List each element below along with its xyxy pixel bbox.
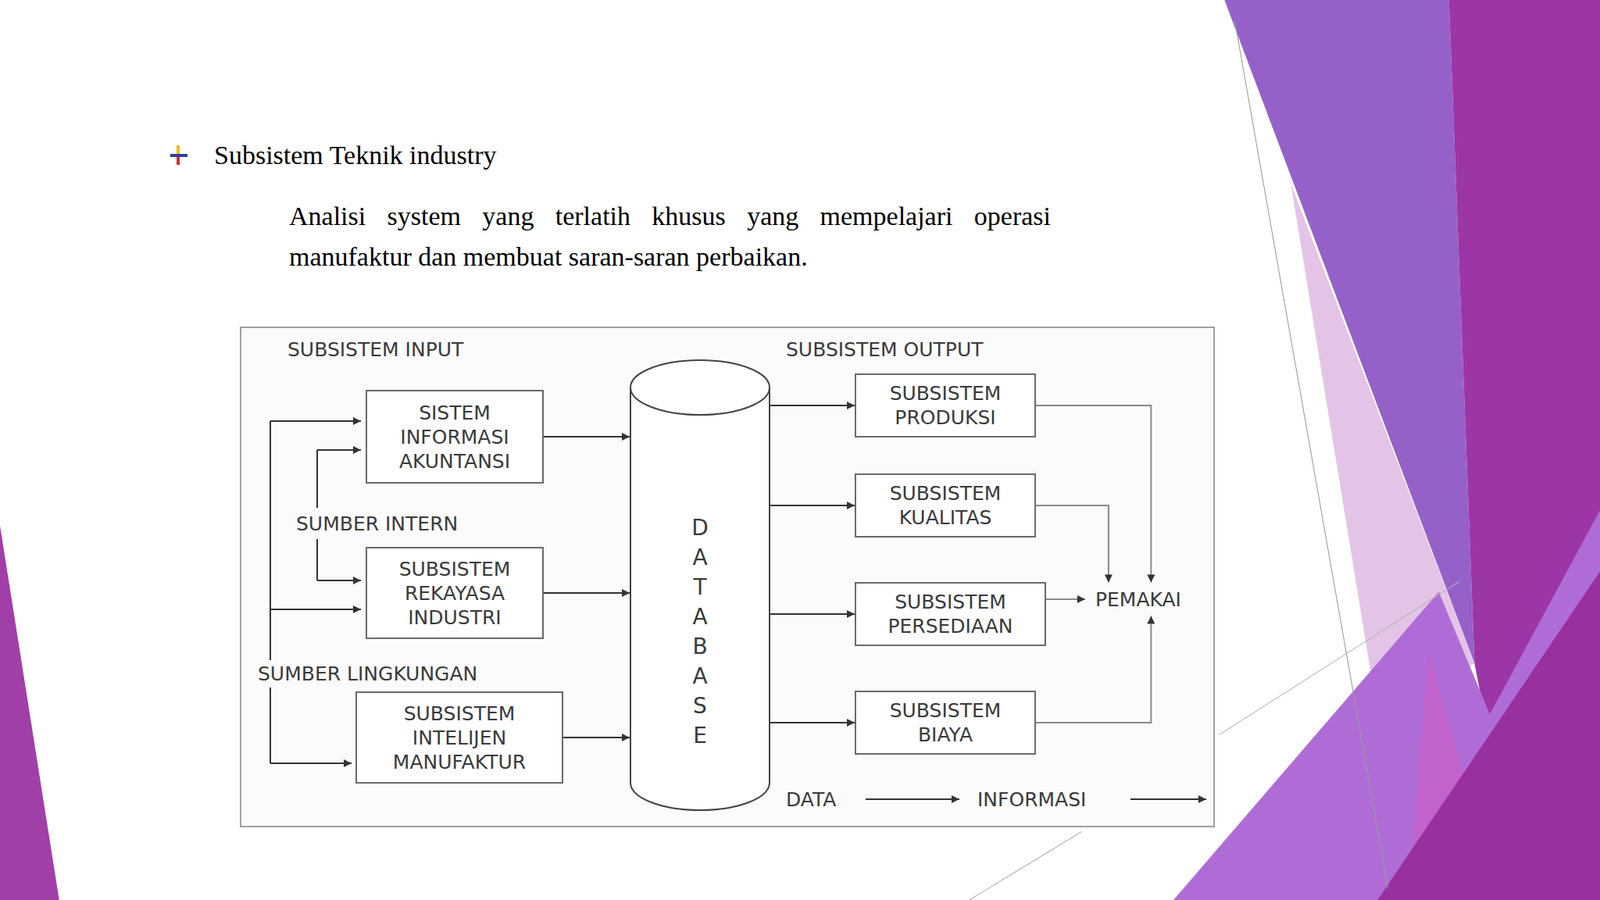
decor-shape	[1377, 571, 1600, 900]
flow-arrow	[770, 613, 855, 615]
flow-arrow	[1046, 598, 1086, 600]
process-box: SUBSISTEM PRODUKSI	[854, 373, 1036, 438]
process-box: SUBSISTEM KUALITAS	[854, 473, 1036, 538]
source-line	[269, 687, 272, 764]
process-box: SUBSISTEM REKAYASA INDUSTRI	[365, 546, 544, 640]
node-text: SUBSISTEM REKAYASA INDUSTRI	[376, 557, 533, 630]
slide-title: Subsistem Teknik industry	[214, 139, 497, 172]
flow-arrow	[1035, 616, 1151, 724]
decor-shape	[0, 525, 60, 900]
source-arrow	[270, 420, 361, 422]
source-arrow	[270, 762, 352, 765]
diagram-frame	[240, 327, 1215, 827]
decor-shape	[1224, 0, 1475, 664]
bullet-icon	[176, 145, 180, 154]
flow-arrow	[1130, 798, 1207, 800]
process-box: SISTEM INFORMASI AKUNTANSI	[365, 389, 544, 484]
source-arrow	[270, 608, 361, 611]
node-text: SISTEM INFORMASI AKUNTANSI	[376, 400, 533, 474]
cylinder-top	[630, 360, 770, 415]
bullet-icon	[176, 157, 180, 165]
process-box: SUBSISTEM INTELIJEN MANUFAKTUR	[355, 691, 564, 784]
flow-arrow	[770, 404, 855, 407]
section-heading: SUBSISTEM OUTPUT	[782, 337, 986, 362]
flow-arrow	[770, 721, 855, 724]
flow-label: DATA	[782, 787, 840, 812]
node-text: SUBSISTEM PRODUKSI	[864, 381, 1027, 430]
flow-arrow	[563, 736, 630, 739]
node-text: SUBSISTEM KUALITAS	[864, 481, 1027, 530]
source-label: SUMBER LINGKUNGAN	[254, 661, 481, 686]
flow-arrow	[543, 435, 630, 438]
section-heading: SUBSISTEM INPUT	[284, 337, 467, 362]
decor-line	[1234, 20, 1388, 888]
bullet-icon	[170, 153, 188, 158]
decor-line	[969, 831, 1083, 900]
source-arrow	[317, 579, 361, 582]
flow-arrow	[770, 504, 855, 507]
source-line	[316, 539, 318, 581]
node-text: DATABASE	[689, 513, 711, 751]
process-box: SUBSISTEM PERSEDIAAN	[854, 582, 1047, 647]
database-cylinder: DATABASE	[629, 359, 771, 811]
node-text: SUBSISTEM INTELIJEN MANUFAKTUR	[366, 701, 553, 775]
node-text: SUBSISTEM BIAYA	[864, 698, 1027, 747]
description-text: Analisi system yang terlatih khusus yang…	[289, 196, 1051, 278]
process-box: SUBSISTEM BIAYA	[854, 690, 1036, 755]
source-line	[316, 450, 318, 508]
flow-arrow	[543, 592, 630, 594]
source-line	[269, 421, 272, 661]
node-text: SUBSISTEM PERSEDIAAN	[864, 589, 1037, 639]
source-arrow	[317, 449, 361, 451]
flow-arrow	[1035, 505, 1109, 583]
cylinder-body	[630, 387, 770, 811]
decor-line	[1219, 581, 1460, 735]
flow-arrow	[1035, 405, 1151, 583]
user-node: PEMAKAI	[1085, 582, 1192, 617]
flow-arrow	[865, 798, 960, 800]
node-text: PEMAKAI	[1089, 587, 1187, 612]
source-label: SUMBER INTERN	[292, 511, 461, 536]
decor-shape	[1173, 510, 1600, 900]
flow-label: INFORMASI	[974, 787, 1090, 812]
